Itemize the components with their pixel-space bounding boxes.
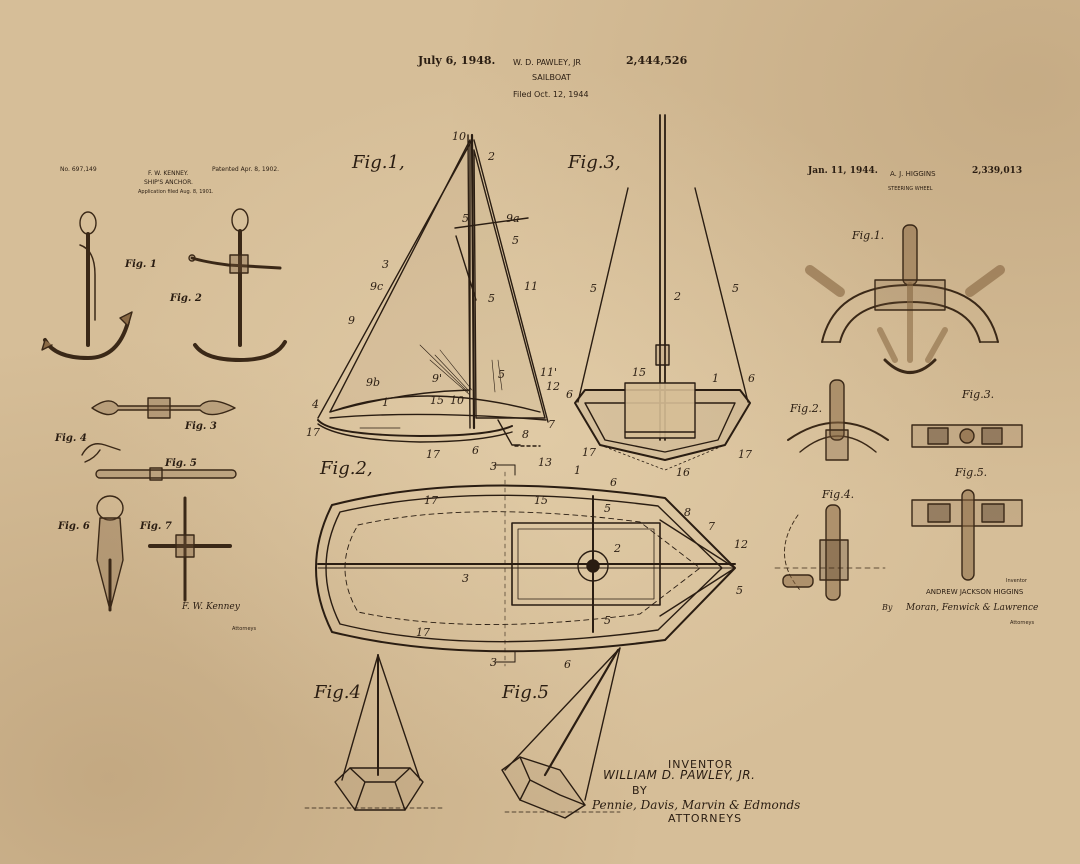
left-patent-number: No. 697,149 <box>60 166 97 173</box>
fig3-label: Fig.3, <box>568 152 621 173</box>
svg-text:5: 5 <box>590 282 597 295</box>
by-label: BY <box>632 784 648 797</box>
fig4-drawing <box>305 655 445 810</box>
wheel-fig1-label: Fig.1. <box>852 229 884 242</box>
center-patent-number: 2,444,526 <box>626 54 687 67</box>
fig1-label: Fig.1, <box>352 152 405 173</box>
fig5-drawing <box>502 648 620 818</box>
wheel-inventor-label: Inventor <box>1006 578 1027 584</box>
svg-text:1: 1 <box>712 372 719 385</box>
svg-text:1: 1 <box>382 396 389 409</box>
svg-text:15: 15 <box>430 394 444 407</box>
center-patent-date: July 6, 1948. <box>418 54 495 67</box>
center-patent-title: SAILBOAT <box>532 73 571 82</box>
svg-text:17: 17 <box>306 426 320 439</box>
svg-text:2: 2 <box>613 542 621 555</box>
anchor-fig2-label: Fig. 2 <box>170 293 202 304</box>
svg-text:5: 5 <box>498 368 505 381</box>
fig4-label: Fig.4 <box>314 682 361 703</box>
anchor-patent-drawings <box>42 209 285 610</box>
wheel-fig2-label: Fig.2. <box>790 402 822 415</box>
center-patent-inventor: W. D. PAWLEY, JR <box>513 58 581 67</box>
svg-text:3: 3 <box>490 656 497 669</box>
svg-text:6: 6 <box>610 476 617 489</box>
svg-text:6: 6 <box>566 388 573 401</box>
svg-text:11': 11' <box>540 366 557 379</box>
svg-text:8: 8 <box>522 428 529 441</box>
svg-text:13: 13 <box>538 456 552 469</box>
svg-text:11: 11 <box>524 280 538 293</box>
svg-text:12: 12 <box>734 538 748 551</box>
anchor-fig4-label: Fig. 4 <box>55 433 87 444</box>
attorney-signature: Pennie, Davis, Marvin & Edmonds <box>592 798 800 812</box>
svg-text:5: 5 <box>488 292 495 305</box>
right-patent-date: Jan. 11, 1944. <box>808 166 878 176</box>
svg-text:5: 5 <box>604 502 611 515</box>
svg-text:7: 7 <box>548 418 555 431</box>
right-patent-number: 2,339,013 <box>972 166 1022 176</box>
svg-text:5: 5 <box>736 584 743 597</box>
svg-text:10: 10 <box>450 394 464 407</box>
right-patent-title: STEERING WHEEL <box>888 186 933 192</box>
svg-text:6: 6 <box>472 444 479 457</box>
wheel-by-label: By <box>882 603 892 612</box>
left-patent-application: Application filed Aug. 8, 1901. <box>138 189 214 195</box>
svg-text:17: 17 <box>424 494 438 507</box>
svg-text:12: 12 <box>546 380 560 393</box>
fig2-label: Fig.2, <box>320 458 373 479</box>
anchor-fig3-label: Fig. 3 <box>185 421 217 432</box>
wheel-attorneys-label: Attorneys <box>1010 620 1034 626</box>
svg-text:2: 2 <box>487 150 495 163</box>
svg-text:3: 3 <box>382 258 389 271</box>
svg-text:1: 1 <box>574 464 581 477</box>
svg-text:7: 7 <box>708 520 715 533</box>
svg-text:10: 10 <box>452 130 466 143</box>
svg-text:15: 15 <box>534 494 548 507</box>
svg-text:4: 4 <box>311 398 319 411</box>
wheel-attorney-signature: Moran, Fenwick & Lawrence <box>906 603 1038 613</box>
anchor-fig1-label: Fig. 1 <box>125 259 157 270</box>
svg-text:5: 5 <box>604 614 611 627</box>
svg-text:17: 17 <box>416 626 430 639</box>
anchor-inventor-signature: F. W. Kenney <box>182 602 240 612</box>
left-patent-title: SHIP'S ANCHOR. <box>144 179 193 186</box>
attorneys-label: ATTORNEYS <box>668 812 742 825</box>
inventor-name: WILLIAM D. PAWLEY, JR. <box>603 768 755 782</box>
wheel-fig5-label: Fig.5. <box>955 466 987 479</box>
anchor-fig7-label: Fig. 7 <box>140 521 172 532</box>
svg-text:17: 17 <box>426 448 440 461</box>
svg-text:5: 5 <box>732 282 739 295</box>
fig5-label: Fig.5 <box>502 682 549 703</box>
svg-text:6: 6 <box>748 372 755 385</box>
svg-text:9a: 9a <box>506 212 520 225</box>
svg-text:5: 5 <box>462 212 469 225</box>
anchor-fig6-label: Fig. 6 <box>58 521 90 532</box>
svg-text:2: 2 <box>673 290 681 303</box>
svg-text:9: 9 <box>348 314 355 327</box>
svg-text:9': 9' <box>432 372 442 385</box>
wheel-fig3-label: Fig.3. <box>962 388 994 401</box>
center-patent-filed: Filed Oct. 12, 1944 <box>513 90 589 99</box>
right-patent-inventor: A. J. HIGGINS <box>890 170 936 178</box>
svg-text:9c: 9c <box>370 280 383 293</box>
svg-text:9b: 9b <box>366 376 380 389</box>
svg-text:3: 3 <box>462 572 469 585</box>
svg-text:17: 17 <box>738 448 752 461</box>
svg-text:3: 3 <box>490 460 497 473</box>
left-patent-inventor: F. W. KENNEY. <box>148 170 188 177</box>
anchor-attorneys-label: Attorneys <box>232 626 256 632</box>
svg-text:6: 6 <box>564 658 571 671</box>
anchor-fig5-label: Fig. 5 <box>165 458 197 469</box>
wheel-inventor-name: ANDREW JACKSON HIGGINS <box>926 588 1023 596</box>
left-patent-date: Patented Apr. 8, 1902. <box>212 166 279 173</box>
svg-text:16: 16 <box>676 466 690 479</box>
svg-text:17: 17 <box>582 446 596 459</box>
fig2-plan-view-drawing <box>316 472 735 666</box>
svg-text:15: 15 <box>632 366 646 379</box>
svg-text:8: 8 <box>684 506 691 519</box>
wheel-fig4-label: Fig.4. <box>822 488 854 501</box>
svg-text:5: 5 <box>512 234 519 247</box>
